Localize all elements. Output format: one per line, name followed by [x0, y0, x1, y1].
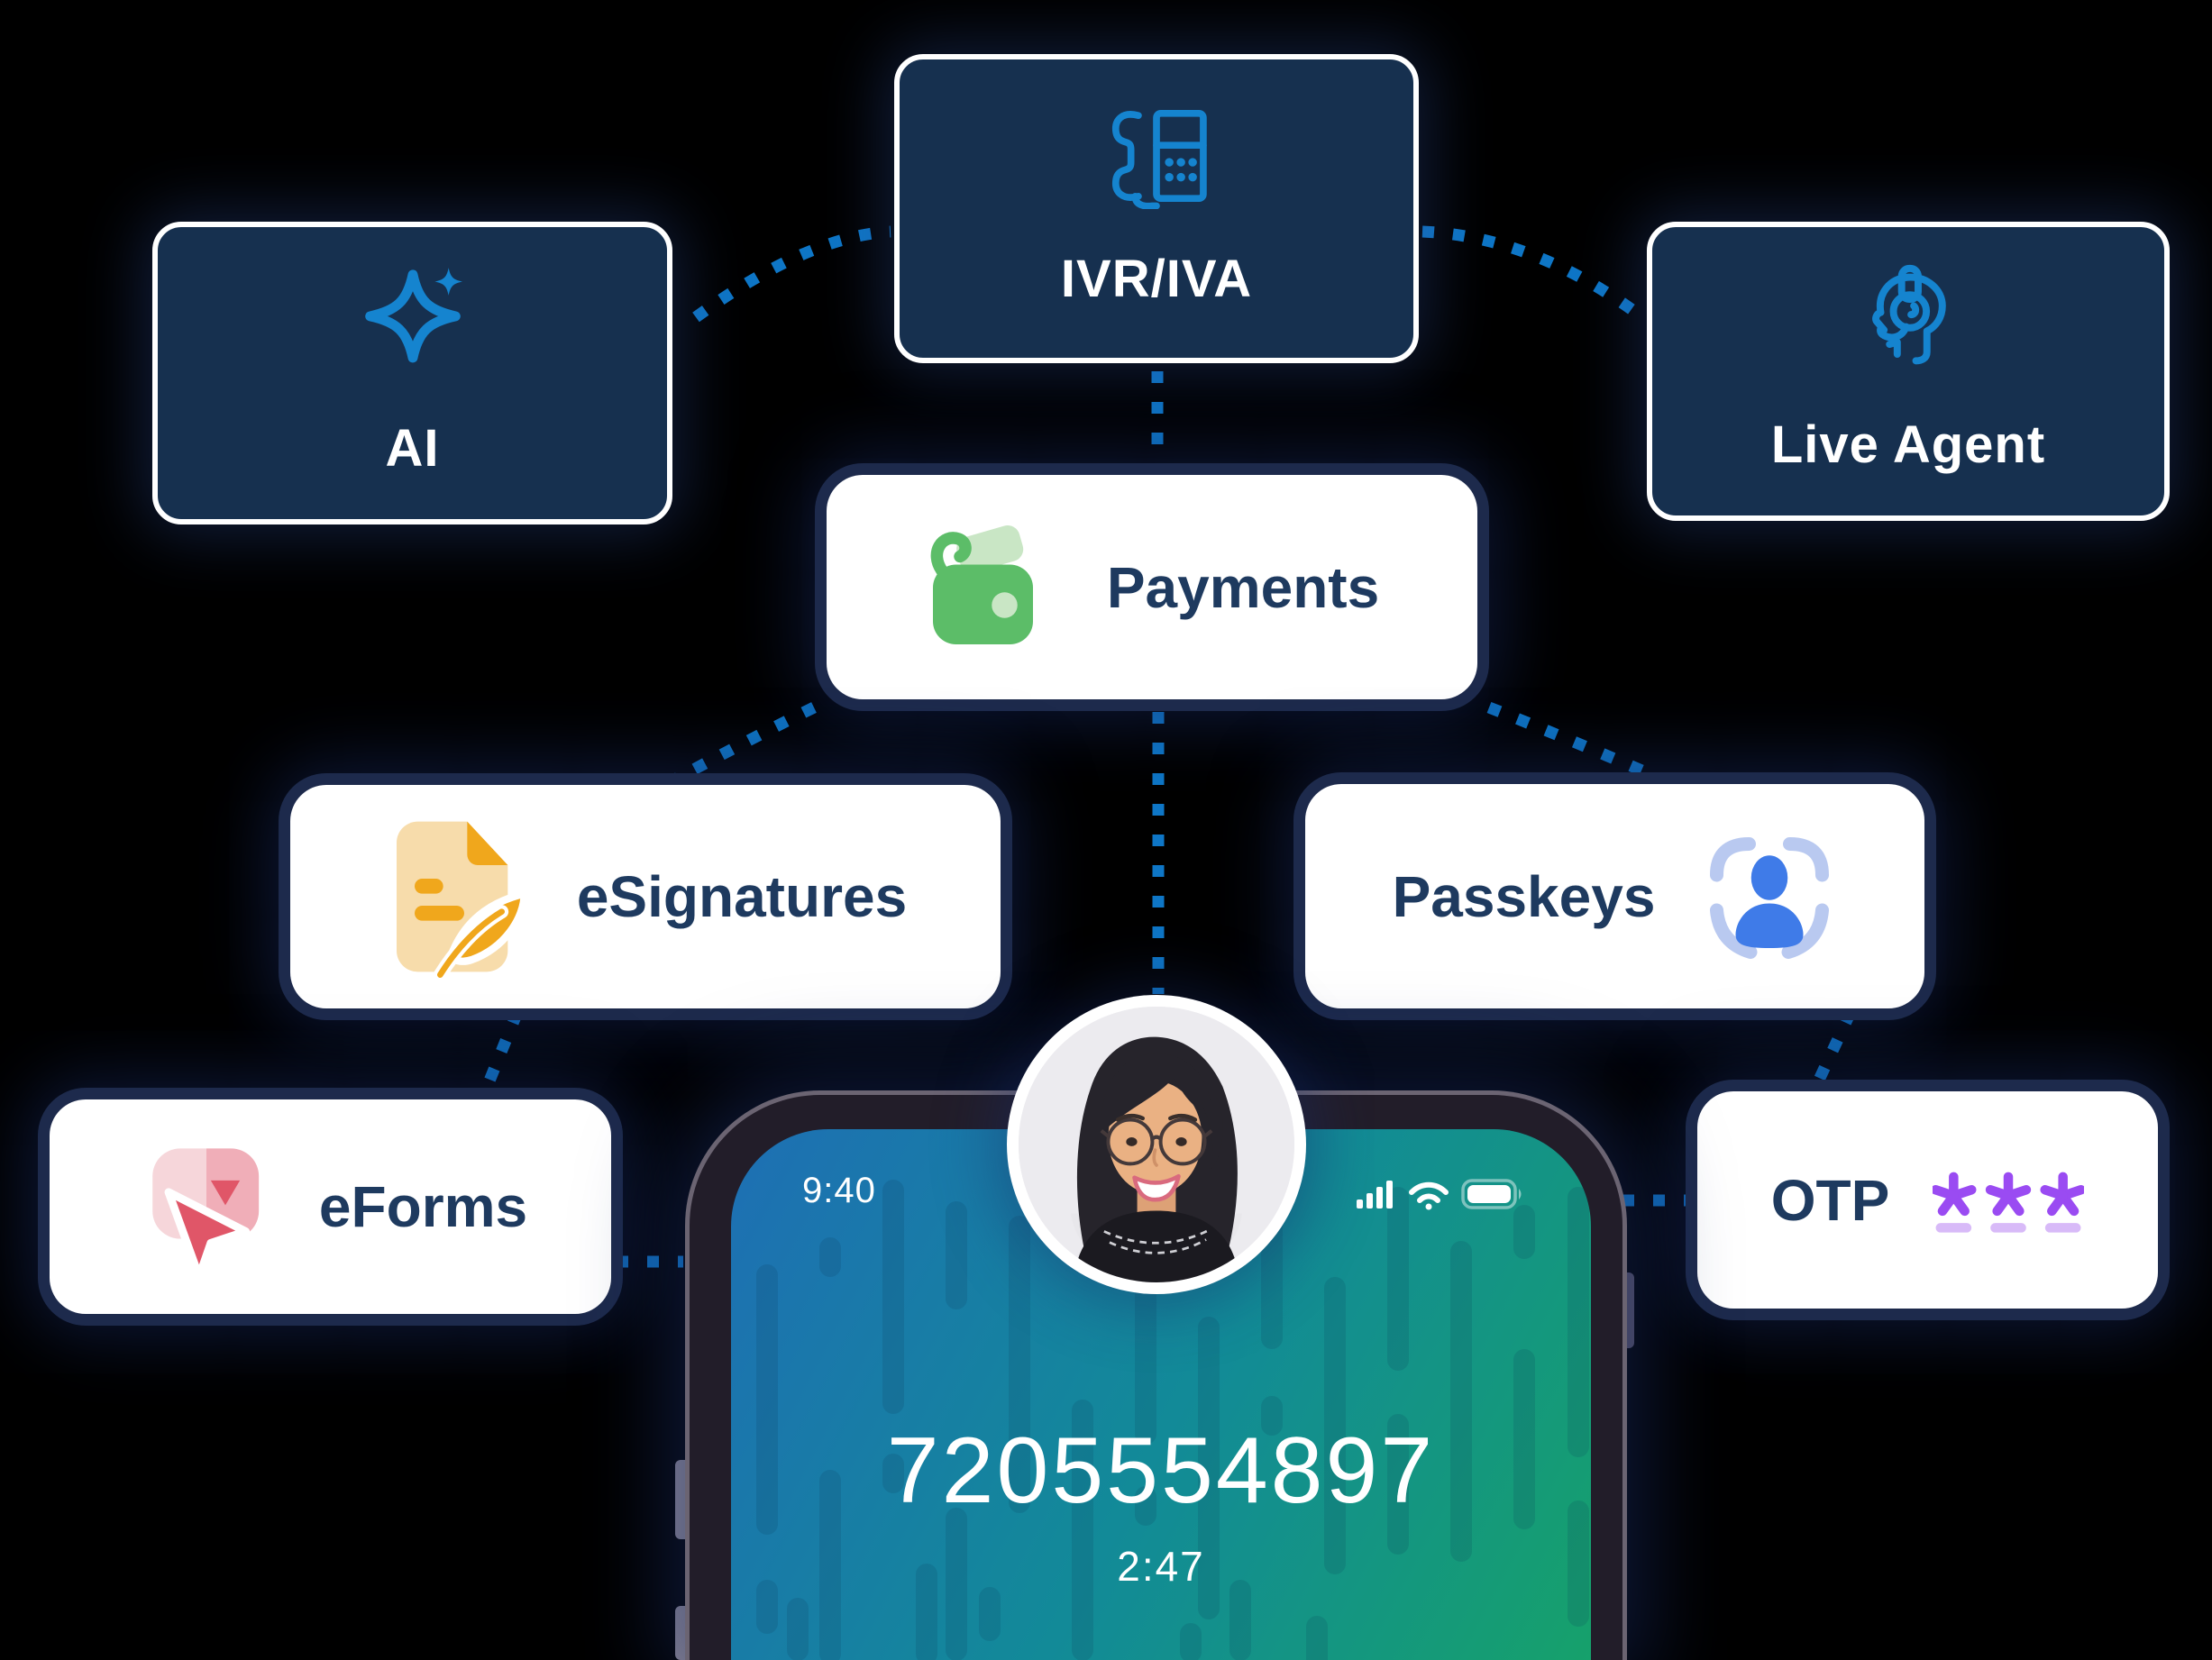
node-label-passkeys: Passkeys: [1392, 863, 1656, 929]
node-live-agent: Live Agent: [1647, 222, 2170, 521]
phone-volume-button: [675, 1460, 686, 1539]
node-label-esignatures: eSignatures: [576, 864, 908, 929]
document-quill-icon: [384, 816, 535, 978]
node-ivr-iva: IVR/IVA: [894, 54, 1419, 363]
sparkle-icon: [351, 263, 475, 379]
node-label-live-agent: Live Agent: [1770, 415, 2046, 474]
node-label-ai: AI: [385, 418, 440, 478]
phone-volume-button-2: [675, 1606, 686, 1660]
phone-power-button: [1625, 1272, 1634, 1348]
fax-phone-icon: [1100, 103, 1213, 209]
node-label-eforms: eForms: [318, 1174, 528, 1239]
headset-agent-icon: [1853, 263, 1963, 375]
node-esignatures: eSignatures: [290, 785, 1001, 1008]
battery-icon: [1461, 1179, 1526, 1214]
connector-esignatures-eforms: [478, 1009, 524, 1097]
node-ai: AI: [152, 222, 672, 524]
connector-payments-esignatures: [670, 702, 817, 786]
node-label-otp: OTP: [1770, 1167, 1890, 1233]
caller-avatar: [1007, 995, 1306, 1294]
connector-payments-passkeys: [1486, 701, 1668, 786]
node-label-ivr-iva: IVR/IVA: [1060, 250, 1253, 308]
call-timer: 2:47: [1117, 1543, 1205, 1590]
caller-number: 7205554897: [886, 1418, 1436, 1523]
asterisks-icon: [1933, 1166, 2085, 1234]
node-label-payments: Payments: [1106, 554, 1380, 620]
face-scan-user-icon: [1702, 828, 1837, 965]
connector-ai-ivr: [692, 225, 891, 323]
node-passkeys: Passkeys: [1305, 784, 1924, 1008]
status-bar-time: 9:40: [802, 1171, 876, 1210]
node-payments: Payments: [827, 475, 1477, 699]
connector-ivr-liveagent: [1421, 225, 1646, 323]
connector-passkeys-otp: [1809, 1009, 1856, 1092]
wifi-icon: [1407, 1179, 1450, 1216]
wallet-icon: [925, 519, 1060, 656]
node-otp: OTP: [1697, 1091, 2158, 1309]
signal-strength-icon: [1357, 1181, 1393, 1213]
node-eforms: eForms: [50, 1099, 611, 1314]
form-cursor-icon: [133, 1131, 279, 1282]
caller-photo: [1019, 1007, 1294, 1282]
